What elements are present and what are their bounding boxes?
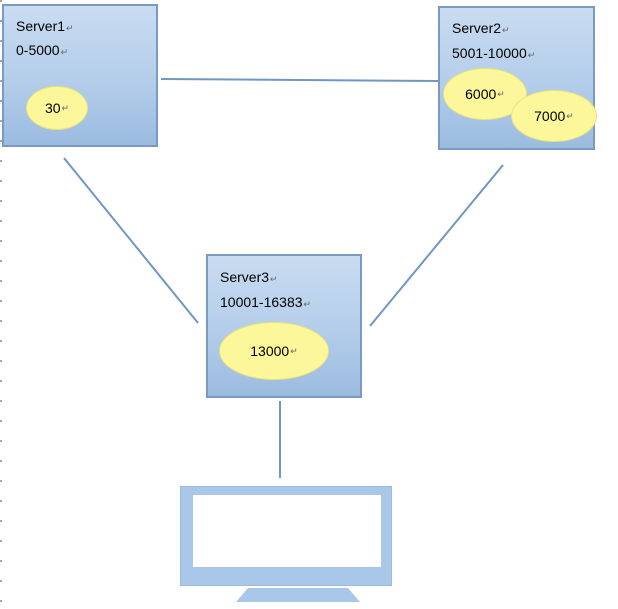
server3-slot: 13000↵ (219, 322, 329, 380)
monitor-stand (236, 588, 360, 602)
server2-name-row: Server2↵ (452, 20, 510, 36)
server2-range-row: 5001-10000↵ (452, 45, 536, 61)
server1-node: Server1↵ 0-5000↵ 30↵ (2, 4, 158, 147)
link-server2-server3 (369, 164, 504, 327)
server3-range-row: 10001-16383↵ (220, 294, 312, 310)
margin-guide (0, 0, 2, 609)
server3-name-row: Server3↵ (220, 269, 278, 285)
server1-name: Server1 (16, 18, 66, 34)
server1-range: 0-5000 (16, 42, 60, 58)
server3-node: Server3↵ 10001-16383↵ 13000↵ (206, 254, 362, 398)
server3-range: 10001-16383 (220, 294, 303, 310)
monitor-icon (180, 486, 392, 609)
server2-range: 5001-10000 (452, 45, 527, 61)
server2-node: Server2↵ 5001-10000↵ 6000↵ 7000↵ (438, 6, 597, 150)
server1-slot: 30↵ (26, 86, 88, 130)
server2-slot-2: 7000↵ (511, 90, 597, 142)
server1-name-row: Server1↵ (16, 18, 74, 34)
server2-slot-1: 6000↵ (443, 68, 527, 120)
server3-name: Server3 (220, 269, 270, 285)
link-server1-server2 (160, 78, 439, 82)
server2-name: Server2 (452, 20, 502, 36)
link-server1-server3 (63, 157, 199, 324)
monitor-frame (180, 486, 392, 586)
server1-range-row: 0-5000↵ (16, 42, 69, 58)
monitor-screen (193, 495, 381, 567)
